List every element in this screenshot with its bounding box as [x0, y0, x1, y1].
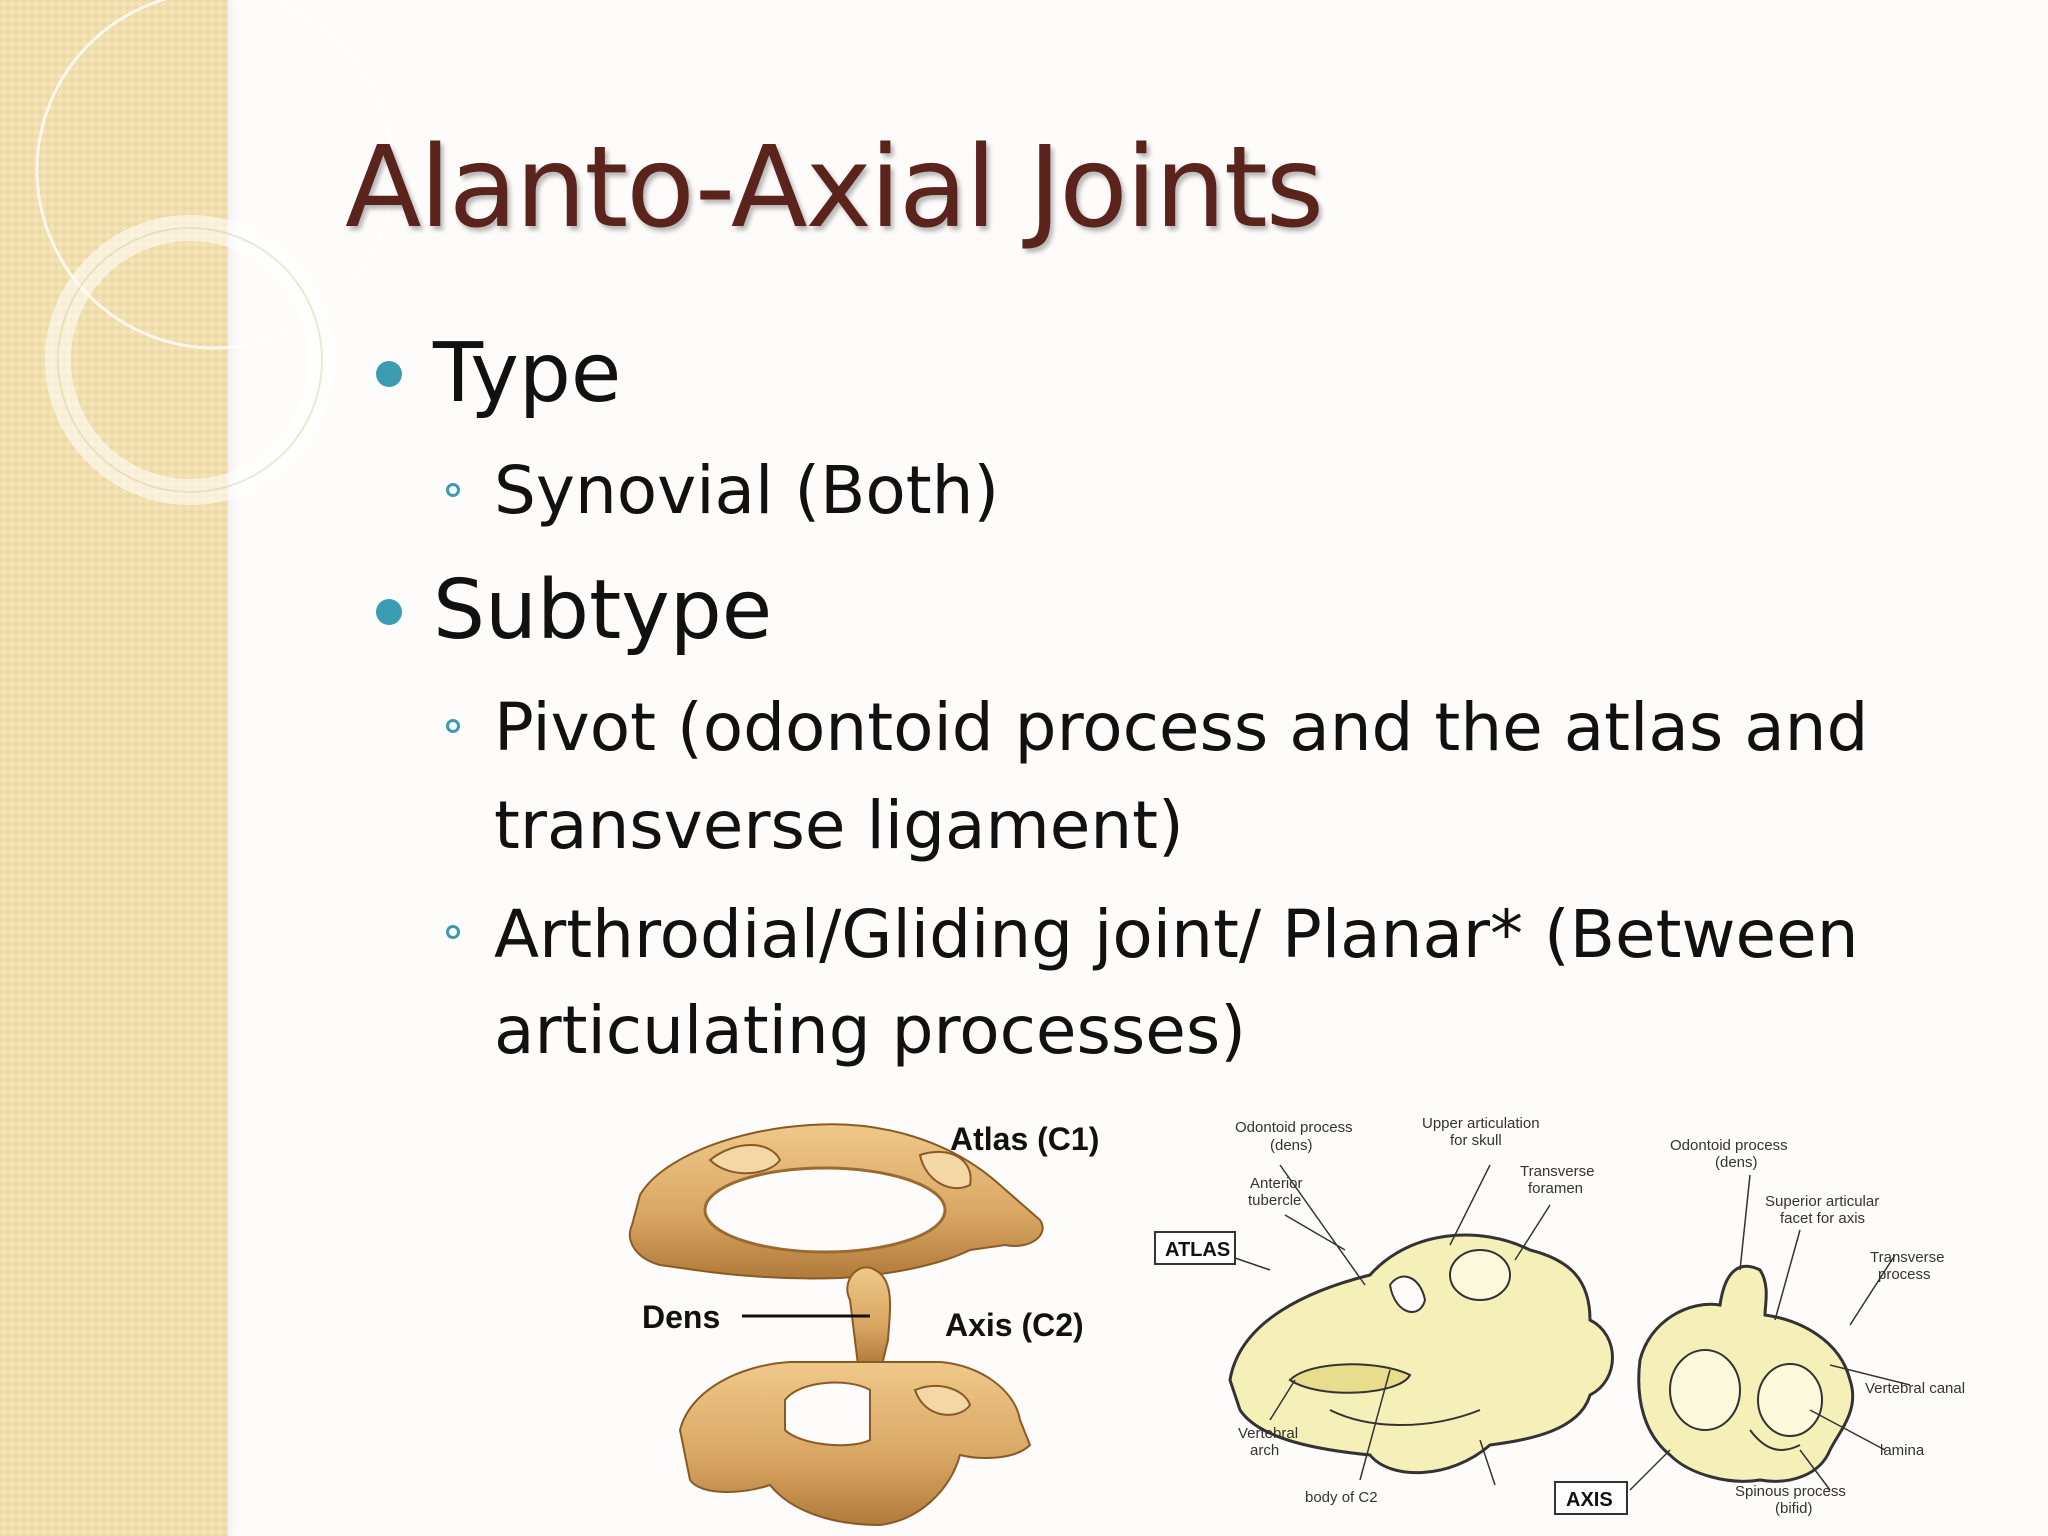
atlas-bone-drawing: [628, 1123, 1044, 1280]
sub-bullet-pivot-line2: transverse ligament): [494, 787, 1184, 864]
axis-label: Axis (C2): [945, 1307, 1084, 1343]
bullet-subtype: Subtype: [433, 563, 773, 658]
axis-box-label: AXIS: [1566, 1489, 1613, 1511]
label-odontoid-2-dens: (dens): [1715, 1154, 1758, 1171]
label-superior-facet-2: facet for axis: [1780, 1210, 1865, 1227]
axis-bone-drawing: [678, 1266, 1032, 1527]
atlas-axis-illustration: Atlas (C1) Dens Axis (C2): [628, 1121, 1099, 1527]
label-vertebral-arch: Vertebral: [1238, 1425, 1298, 1442]
label-vertebral-arch-2: arch: [1250, 1442, 1279, 1459]
label-spinous-process-bifid: (bifid): [1775, 1500, 1813, 1517]
atlas-label: Atlas (C1): [950, 1121, 1099, 1157]
bullet-dot: [376, 599, 402, 625]
sub-bullet-ring: [446, 483, 460, 497]
label-vertebral-canal: Vertebral canal: [1865, 1380, 1965, 1397]
atlas-box: [1154, 1231, 1236, 1265]
label-transverse-foramen: Transverse: [1520, 1163, 1594, 1180]
articulated-vertebrae-drawing: [1228, 1233, 1614, 1475]
sub-bullet-arthrodial-line1: Arthrodial/Gliding joint/ Planar* (Betwe…: [494, 896, 1859, 973]
label-anterior-tubercle: Anterior: [1250, 1175, 1303, 1192]
label-odontoid-dens: (dens): [1270, 1137, 1313, 1154]
label-transverse-foramen-2: foramen: [1528, 1180, 1583, 1197]
label-leader-lines: [1234, 1164, 1911, 1491]
atlas-box-label: ATLAS: [1165, 1239, 1230, 1261]
label-upper-articulation: Upper articulation: [1422, 1115, 1540, 1132]
label-superior-facet: Superior articular: [1765, 1193, 1879, 1210]
label-spinous-process: Spinous process: [1735, 1483, 1846, 1500]
label-odontoid: Odontoid process: [1235, 1119, 1353, 1136]
labeled-vertebrae-diagram: Odontoid process (dens) Upper articulati…: [1154, 1115, 1965, 1517]
label-transverse-process-2: process: [1878, 1266, 1931, 1283]
label-anterior-tubercle-2: tubercle: [1248, 1192, 1301, 1209]
sub-bullet-arthrodial-line2: articulating processes): [494, 992, 1246, 1069]
sub-bullet-pivot-line1: Pivot (odontoid process and the atlas an…: [494, 689, 1869, 766]
axis-vertebra-drawing: [1637, 1264, 1855, 1483]
sub-bullet-ring: [446, 925, 460, 939]
sub-bullet-synovial: Synovial (Both): [494, 452, 1000, 529]
label-body-c2: body of C2: [1305, 1489, 1378, 1506]
bullet-dot: [376, 361, 402, 387]
label-transverse-process: Transverse: [1870, 1249, 1944, 1266]
bullet-type: Type: [433, 326, 622, 421]
label-lamina: lamina: [1880, 1442, 1925, 1459]
dens-label: Dens: [642, 1299, 720, 1335]
label-upper-articulation-skull: for skull: [1450, 1132, 1502, 1149]
decorative-rings: [35, 0, 395, 505]
label-odontoid-2: Odontoid process: [1670, 1137, 1788, 1154]
sub-bullet-ring: [446, 719, 460, 733]
axis-box: [1554, 1481, 1628, 1515]
slide-title: Alanto-Axial Joints: [345, 123, 1324, 253]
